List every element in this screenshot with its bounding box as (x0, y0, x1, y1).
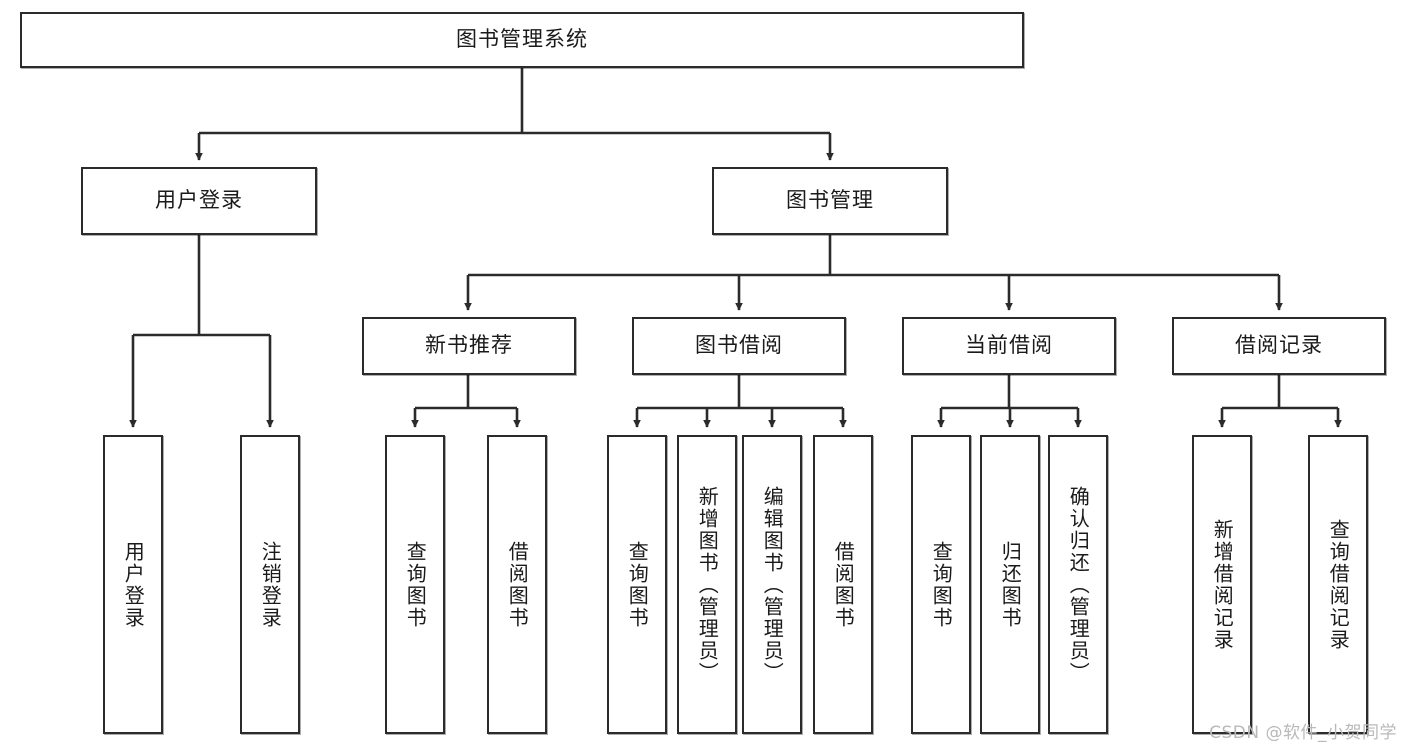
node-label: 图书借阅 (695, 333, 783, 358)
leaf-borrow-edit-book-admin[interactable]: 编辑图书（管理员） (742, 435, 802, 734)
node-label: 注销登录 (258, 540, 283, 629)
node-label: 用户登录 (121, 540, 146, 629)
node-label: 借阅图书 (505, 540, 530, 629)
leaf-borrow-add-book-admin[interactable]: 新增图书（管理员） (677, 435, 737, 734)
node-label: 确认归还（管理员） (1066, 485, 1091, 684)
node-label: 借阅记录 (1235, 333, 1323, 358)
leaf-current-confirm-return-admin[interactable]: 确认归还（管理员） (1048, 435, 1108, 734)
leaf-user-login-logout[interactable]: 注销登录 (240, 435, 300, 734)
node-label: 查询图书 (403, 540, 428, 629)
leaf-borrow-query-book[interactable]: 查询图书 (607, 435, 667, 734)
node-borrowing-record[interactable]: 借阅记录 (1172, 317, 1386, 375)
node-label: 编辑图书（管理员） (760, 485, 785, 684)
node-label: 当前借阅 (965, 333, 1053, 358)
node-label: 新增图书（管理员） (695, 485, 720, 684)
node-new-book-recommendation[interactable]: 新书推荐 (362, 317, 576, 375)
node-label: 图书管理系统 (456, 27, 588, 52)
watermark-text: CSDN @软件_小贺同学 (1209, 723, 1397, 743)
node-label: 查询图书 (929, 540, 954, 629)
leaf-record-add-borrow-record[interactable]: 新增借阅记录 (1192, 435, 1252, 734)
node-label: 借阅图书 (831, 540, 856, 629)
node-book-management[interactable]: 图书管理 (712, 167, 948, 235)
node-root-book-management-system[interactable]: 图书管理系统 (20, 12, 1024, 68)
node-label: 新增借阅记录 (1210, 518, 1235, 651)
node-label: 查询借阅记录 (1326, 518, 1351, 651)
node-label: 新书推荐 (425, 333, 513, 358)
leaf-borrow-borrow-book[interactable]: 借阅图书 (813, 435, 873, 734)
leaf-record-query-borrow-record[interactable]: 查询借阅记录 (1308, 435, 1368, 734)
node-label: 查询图书 (625, 540, 650, 629)
leaf-new-book-query-book[interactable]: 查询图书 (385, 435, 445, 734)
leaf-new-book-borrow-book[interactable]: 借阅图书 (487, 435, 547, 734)
node-book-borrowing[interactable]: 图书借阅 (632, 317, 846, 375)
node-user-login[interactable]: 用户登录 (81, 167, 317, 235)
leaf-user-login-login[interactable]: 用户登录 (103, 435, 163, 734)
node-current-borrowing[interactable]: 当前借阅 (902, 317, 1116, 375)
node-label: 用户登录 (155, 188, 243, 213)
node-label: 图书管理 (786, 188, 874, 213)
leaf-current-return-book[interactable]: 归还图书 (980, 435, 1040, 734)
leaf-current-query-book[interactable]: 查询图书 (911, 435, 971, 734)
node-label: 归还图书 (998, 540, 1023, 629)
